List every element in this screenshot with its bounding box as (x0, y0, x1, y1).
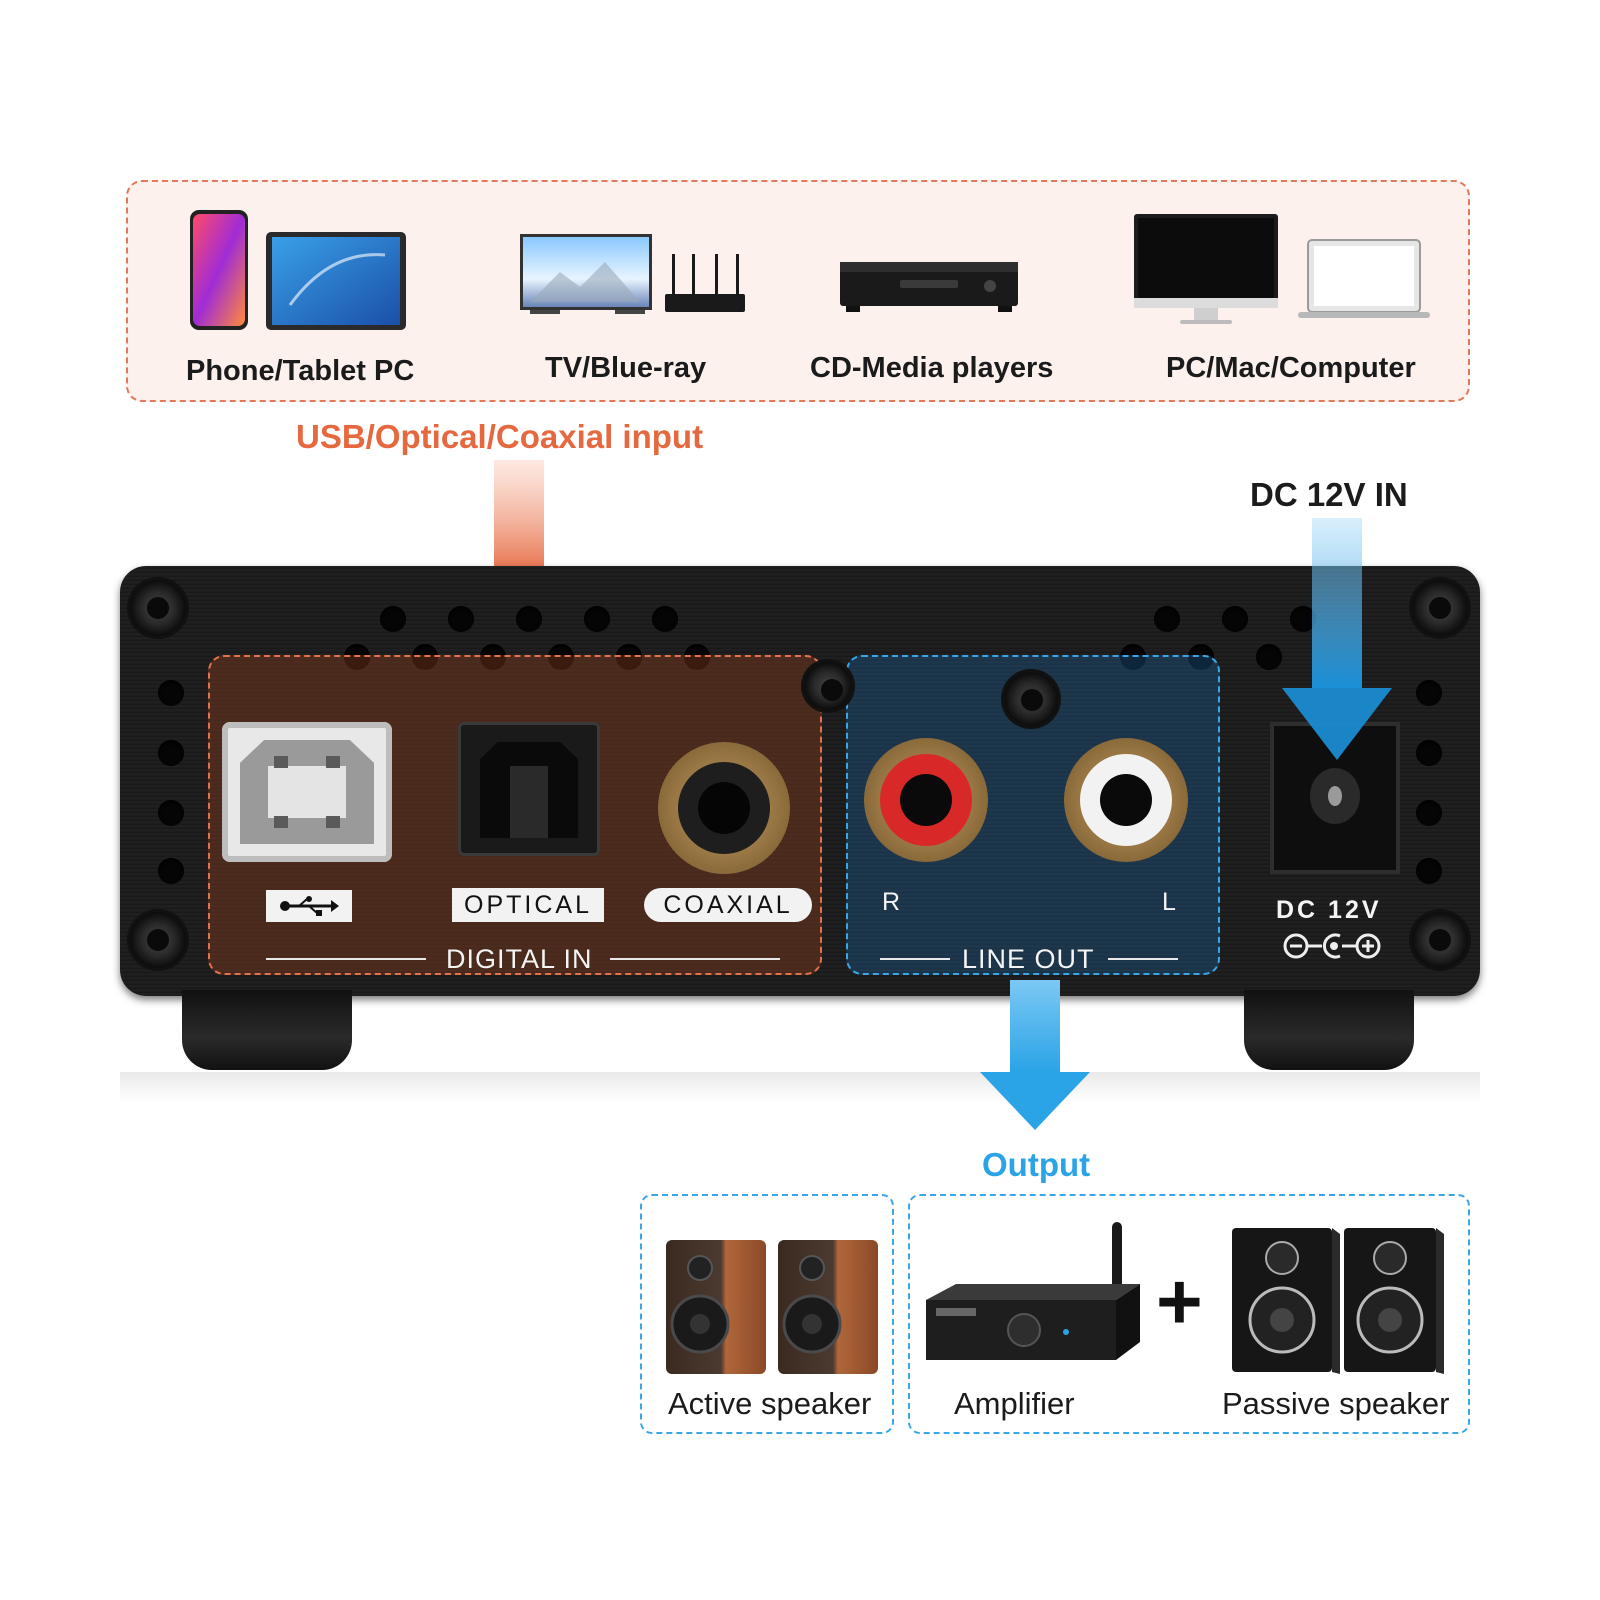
vent-hole (1256, 644, 1282, 670)
amplifier-label: Amplifier (954, 1386, 1075, 1421)
device-foot-left (182, 990, 352, 1070)
source-label-cd-media: CD-Media players (810, 352, 1054, 384)
plus-sign: + (1156, 1257, 1203, 1346)
amp-passive-box (908, 1194, 1470, 1434)
digital-in-label: DIGITAL IN (446, 944, 593, 974)
panel-screw (1004, 672, 1058, 726)
rca-left-port[interactable] (1064, 738, 1188, 862)
power-arrow (1282, 518, 1392, 760)
vent-hole (616, 644, 642, 670)
usb-symbol-icon (280, 896, 339, 916)
source-label-computer: PC/Mac/Computer (1166, 352, 1416, 384)
device-reflection (120, 1072, 1480, 1102)
amplifier-icon (926, 1222, 1140, 1360)
source-label-phone-tablet: Phone/Tablet PC (186, 355, 415, 387)
corner-screw (1412, 580, 1468, 636)
vent-hole (584, 606, 610, 632)
vent-hole (412, 644, 438, 670)
vent-hole (480, 644, 506, 670)
left-channel-label: L (1162, 888, 1177, 916)
tv-router-icon (520, 234, 745, 314)
dc-port-label: DC 12V (1276, 896, 1382, 924)
coaxial-port[interactable] (658, 742, 790, 874)
vent-hole (158, 858, 184, 884)
coaxial-label: COAXIAL (644, 888, 812, 922)
power-label: DC 12V IN (1250, 476, 1408, 513)
vent-hole (344, 644, 370, 670)
vent-hole (448, 606, 474, 632)
active-speaker-icon (666, 1240, 878, 1374)
cd-player-icon (840, 262, 1018, 312)
vent-hole (1416, 740, 1442, 766)
vent-hole (158, 740, 184, 766)
vent-hole (1416, 800, 1442, 826)
divider-line (1108, 958, 1178, 960)
vent-hole (1290, 606, 1316, 632)
vent-hole (1416, 680, 1442, 706)
vent-hole (158, 680, 184, 706)
vent-hole (1416, 858, 1442, 884)
computer-icon (1134, 214, 1430, 324)
vent-hole (380, 606, 406, 632)
device-foot-right (1244, 990, 1414, 1070)
vent-hole (1120, 644, 1146, 670)
active-speaker-label: Active speaker (668, 1386, 872, 1421)
optical-port[interactable] (458, 722, 600, 856)
vent-hole (158, 800, 184, 826)
vent-hole (1154, 606, 1180, 632)
corner-screw (1412, 912, 1468, 968)
phone-tablet-icon (190, 210, 406, 330)
rca-right-port[interactable] (864, 738, 988, 862)
divider-line (880, 958, 950, 960)
output-label: Output (982, 1146, 1091, 1183)
vent-hole (548, 644, 574, 670)
panel-screw (804, 662, 852, 710)
passive-speaker-icon (1232, 1228, 1444, 1374)
vent-hole (652, 606, 678, 632)
right-channel-label: R (882, 888, 902, 916)
optical-label: OPTICAL (452, 888, 604, 922)
active-speaker-box (640, 1194, 894, 1434)
source-label-tv-bluray: TV/Blue-ray (545, 352, 707, 384)
usb-port[interactable] (222, 722, 392, 862)
line-out-label: LINE OUT (962, 944, 1095, 974)
usb-label (266, 890, 352, 922)
corner-screw (130, 580, 186, 636)
vent-hole (516, 606, 542, 632)
divider-line (266, 958, 426, 960)
divider-line (610, 958, 780, 960)
input-label: USB/Optical/Coaxial input (296, 418, 704, 455)
polarity-symbol-icon (1283, 933, 1381, 959)
vent-hole (684, 644, 710, 670)
output-arrow (980, 980, 1090, 1130)
vent-hole (1222, 606, 1248, 632)
corner-screw (130, 912, 186, 968)
passive-speaker-label: Passive speaker (1222, 1386, 1450, 1421)
